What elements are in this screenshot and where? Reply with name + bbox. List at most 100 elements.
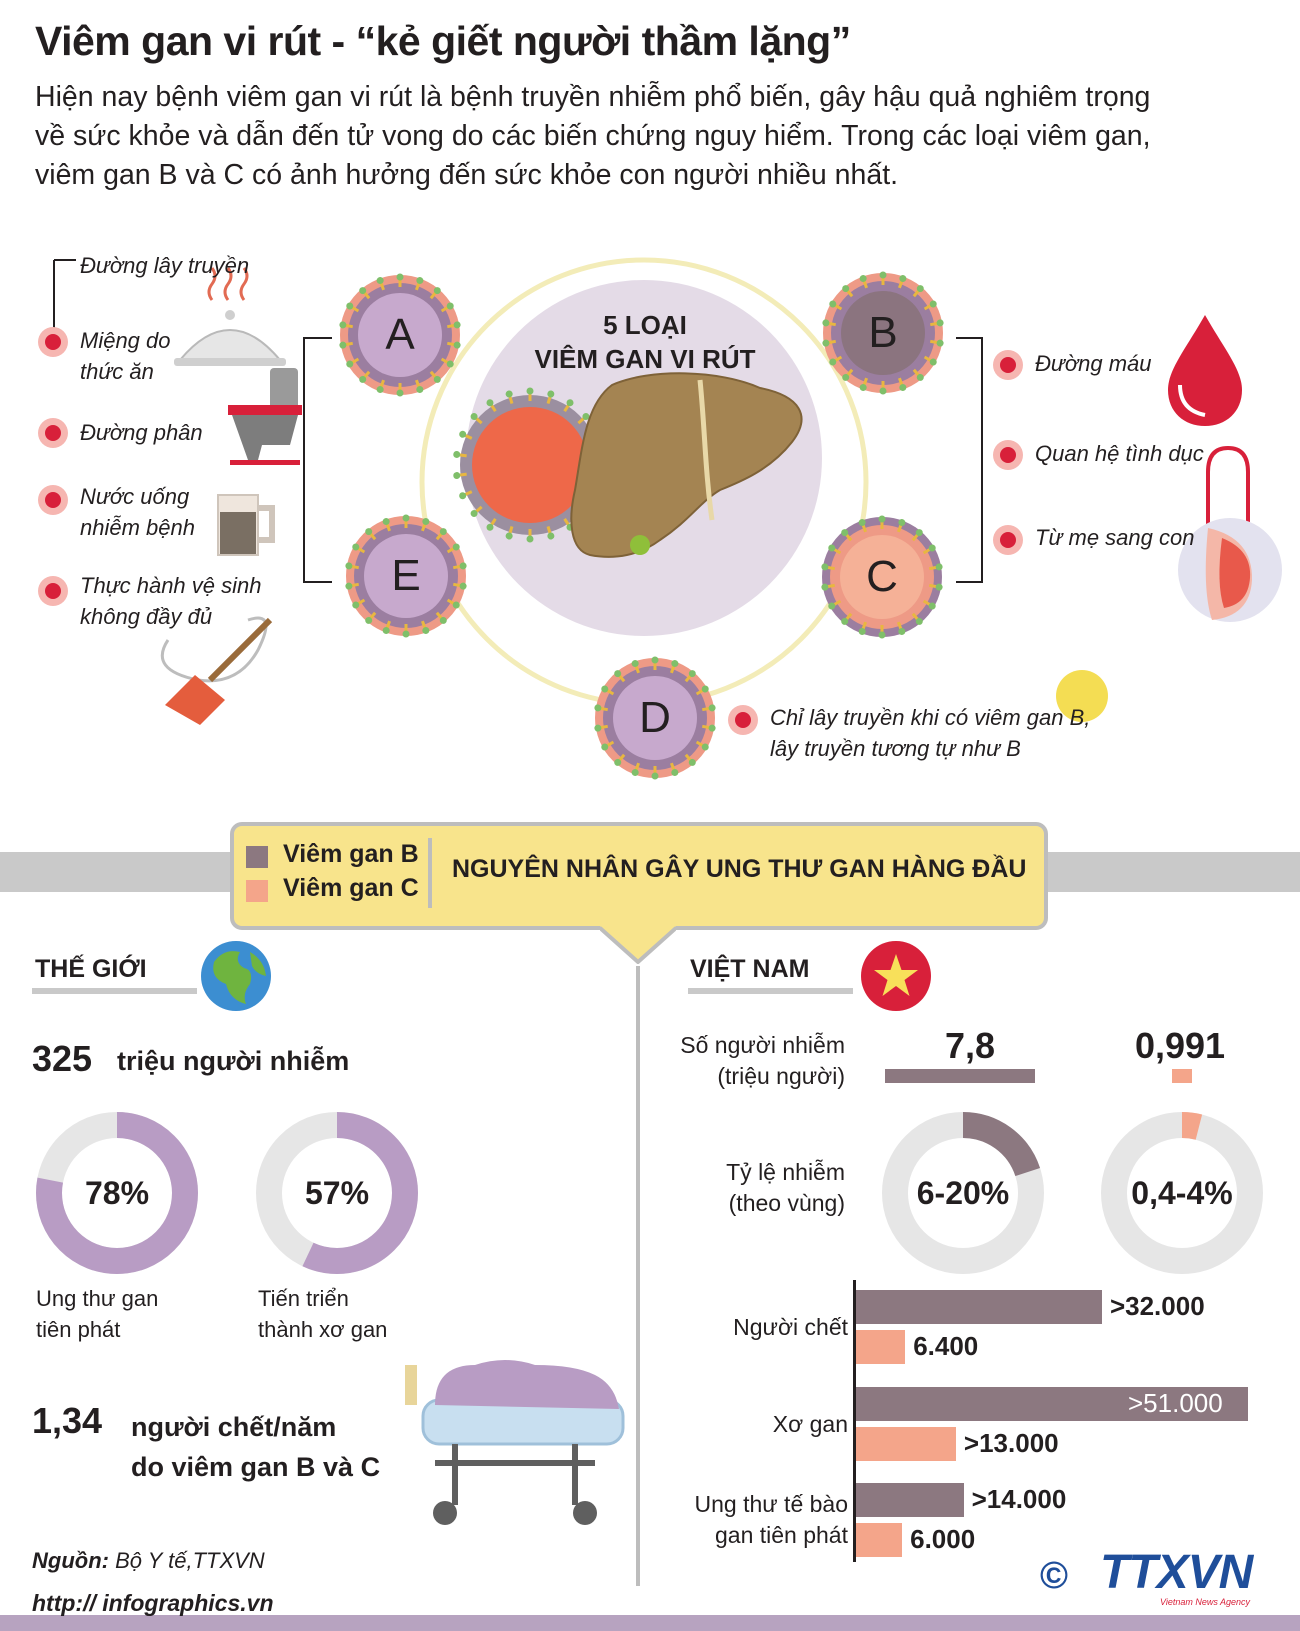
vn-label-line: (triệu người) — [717, 1063, 845, 1089]
ring-caption-line: tiên phát — [36, 1317, 121, 1342]
bar-value-label: 6.400 — [913, 1331, 979, 1361]
vietnam-header-underline — [688, 988, 853, 994]
route-label: nhiễm bệnh — [80, 515, 195, 540]
toilet-icon — [228, 368, 302, 465]
route-label: không đầy đủ — [80, 604, 213, 629]
virus-a-label: A — [385, 310, 415, 359]
route-label: thức ăn — [80, 359, 154, 384]
vn-infected-label: Số người nhiễm (triệu người) — [640, 1030, 845, 1092]
d-note: Chỉ lây truyền khi có viêm gan B, lây tr… — [770, 702, 1090, 764]
legend-c-label: Viêm gan C — [283, 874, 419, 902]
ttxvn-logo: TTXVN — [1100, 1546, 1253, 1599]
route-blood: Đường máu — [1035, 351, 1152, 376]
vn-label-line: Tỷ lệ nhiễm — [726, 1159, 845, 1185]
world-deaths-number: 1,34 — [32, 1400, 103, 1441]
bar-c — [856, 1427, 956, 1461]
center-title: 5 LOẠI VIÊM GAN VI RÚT — [500, 308, 790, 376]
bar-b — [856, 1387, 1248, 1421]
vn-rate-b-ring — [882, 1112, 1044, 1274]
route-label: Thực hành vệ sinh — [80, 573, 262, 598]
deaths-text-line: do viêm gan B và C — [131, 1452, 381, 1482]
vn-label-line: (theo vùng) — [728, 1190, 845, 1216]
route-bullet-icon — [993, 440, 1023, 470]
bar-value-label: >32.000 — [1109, 1291, 1205, 1321]
bar-c — [856, 1523, 903, 1557]
source-text: Bộ Y tế,TTXVN — [115, 1548, 265, 1573]
copyright-symbol: © — [1040, 1555, 1068, 1597]
world-ring-1-label: Ung thư gan tiên phát — [36, 1283, 158, 1345]
virus-b-label: B — [868, 308, 898, 357]
route-label: Miệng do — [80, 328, 171, 353]
route-feces: Đường phân — [80, 417, 203, 448]
virus-d-label: D — [639, 693, 671, 742]
world-deaths-text: người chết/năm do viêm gan B và C — [131, 1407, 380, 1487]
drink-mug-icon — [217, 494, 275, 556]
world-ring-1-value: 78% — [84, 1175, 150, 1211]
d-note-line: Chỉ lây truyền khi có viêm gan B, — [770, 705, 1091, 730]
blood-drop-icon — [1168, 315, 1242, 426]
ring-caption-line: thành xơ gan — [258, 1317, 388, 1342]
bar-value-label: >13.000 — [963, 1428, 1059, 1458]
route-mother: Từ mẹ sang con — [1035, 525, 1195, 550]
page-title: Viêm gan vi rút - “kẻ giết người thầm lặ… — [35, 18, 851, 64]
vn-label-line: Số người nhiễm — [680, 1032, 845, 1058]
vn-infected-b-bar — [885, 1069, 1035, 1083]
vn-infected-c: 0,991 — [1134, 1025, 1226, 1066]
world-ring-2 — [256, 1112, 418, 1274]
vn-rate-label: Tỷ lệ nhiễm (theo vùng) — [640, 1157, 845, 1219]
route-label: Đường phân — [80, 420, 203, 445]
deaths-text-line: người chết/năm — [131, 1412, 337, 1442]
bar-b — [856, 1483, 964, 1517]
virus-c-icon — [821, 515, 943, 639]
world-ring-2-value: 57% — [304, 1175, 370, 1211]
world-ring-1 — [36, 1112, 198, 1274]
vietnam-header: VIỆT NAM — [690, 955, 810, 983]
legend-swatch-c — [246, 880, 268, 902]
vn-rate-b-value: 6-20% — [916, 1175, 1010, 1211]
intro-line: Hiện nay bệnh viêm gan vi rút là bệnh tr… — [35, 81, 1151, 113]
route-bullet-icon — [38, 327, 68, 357]
intro-line: về sức khỏe và dẫn đến tử vong do các bi… — [35, 120, 1151, 152]
bar-value-label: 6.000 — [910, 1524, 976, 1554]
center-title-line: VIÊM GAN VI RÚT — [534, 344, 756, 374]
footer-url: http:// infographics.vn — [32, 1590, 274, 1616]
virus-a-icon — [339, 273, 461, 397]
route-bullet-icon — [38, 418, 68, 448]
virus-illustration — [53, 257, 1282, 780]
ttxvn-logo-sub: Vietnam News Agency — [1160, 1597, 1251, 1607]
vietnam-flag-icon — [861, 941, 931, 1011]
vn-infected-c-bar — [1172, 1069, 1192, 1083]
legend-divider — [428, 838, 432, 908]
route-sexual: Quan hệ tình dục — [1035, 441, 1204, 466]
source-line: Nguồn: Bộ Y tế,TTXVN — [32, 1548, 265, 1574]
food-cloche-icon — [174, 267, 286, 366]
route-bullet-icon — [993, 350, 1023, 380]
legend-swatch-b — [246, 846, 268, 868]
transmission-title: Đường lây truyền — [80, 253, 250, 278]
bar-category-label: Xơ gan — [772, 1411, 848, 1437]
liver-icon — [570, 372, 803, 558]
intro-line: viêm gan B và C có ảnh hưởng đến sức khỏ… — [35, 159, 899, 191]
virus-c-label: C — [866, 552, 898, 601]
legend-b-label: Viêm gan B — [283, 840, 419, 868]
virus-b-icon — [822, 271, 944, 395]
mother-child-icon — [1178, 518, 1282, 622]
hospital-bed-icon — [405, 1360, 625, 1525]
source-label: Nguồn: — [32, 1548, 109, 1573]
route-bullet-icon — [993, 525, 1023, 555]
world-infected-number: 325 — [32, 1038, 93, 1079]
ring-caption-line: Tiến triển — [258, 1286, 349, 1311]
intro-text: Hiện nay bệnh viêm gan vi rút là bệnh tr… — [35, 78, 1275, 195]
bar-value-label: >14.000 — [971, 1484, 1067, 1514]
column-divider — [636, 966, 640, 1586]
footer-band — [0, 1615, 1300, 1631]
world-ring-2-label: Tiến triển thành xơ gan — [258, 1283, 387, 1345]
route-label: Nước uống — [80, 484, 190, 509]
vn-rate-c-ring — [1101, 1112, 1263, 1274]
legend-pointer — [600, 926, 676, 964]
virus-d-icon — [594, 656, 716, 780]
world-header-underline — [32, 988, 197, 994]
world-header: THẾ GIỚI — [35, 955, 147, 983]
bar-category-label: Người chết — [733, 1314, 848, 1340]
